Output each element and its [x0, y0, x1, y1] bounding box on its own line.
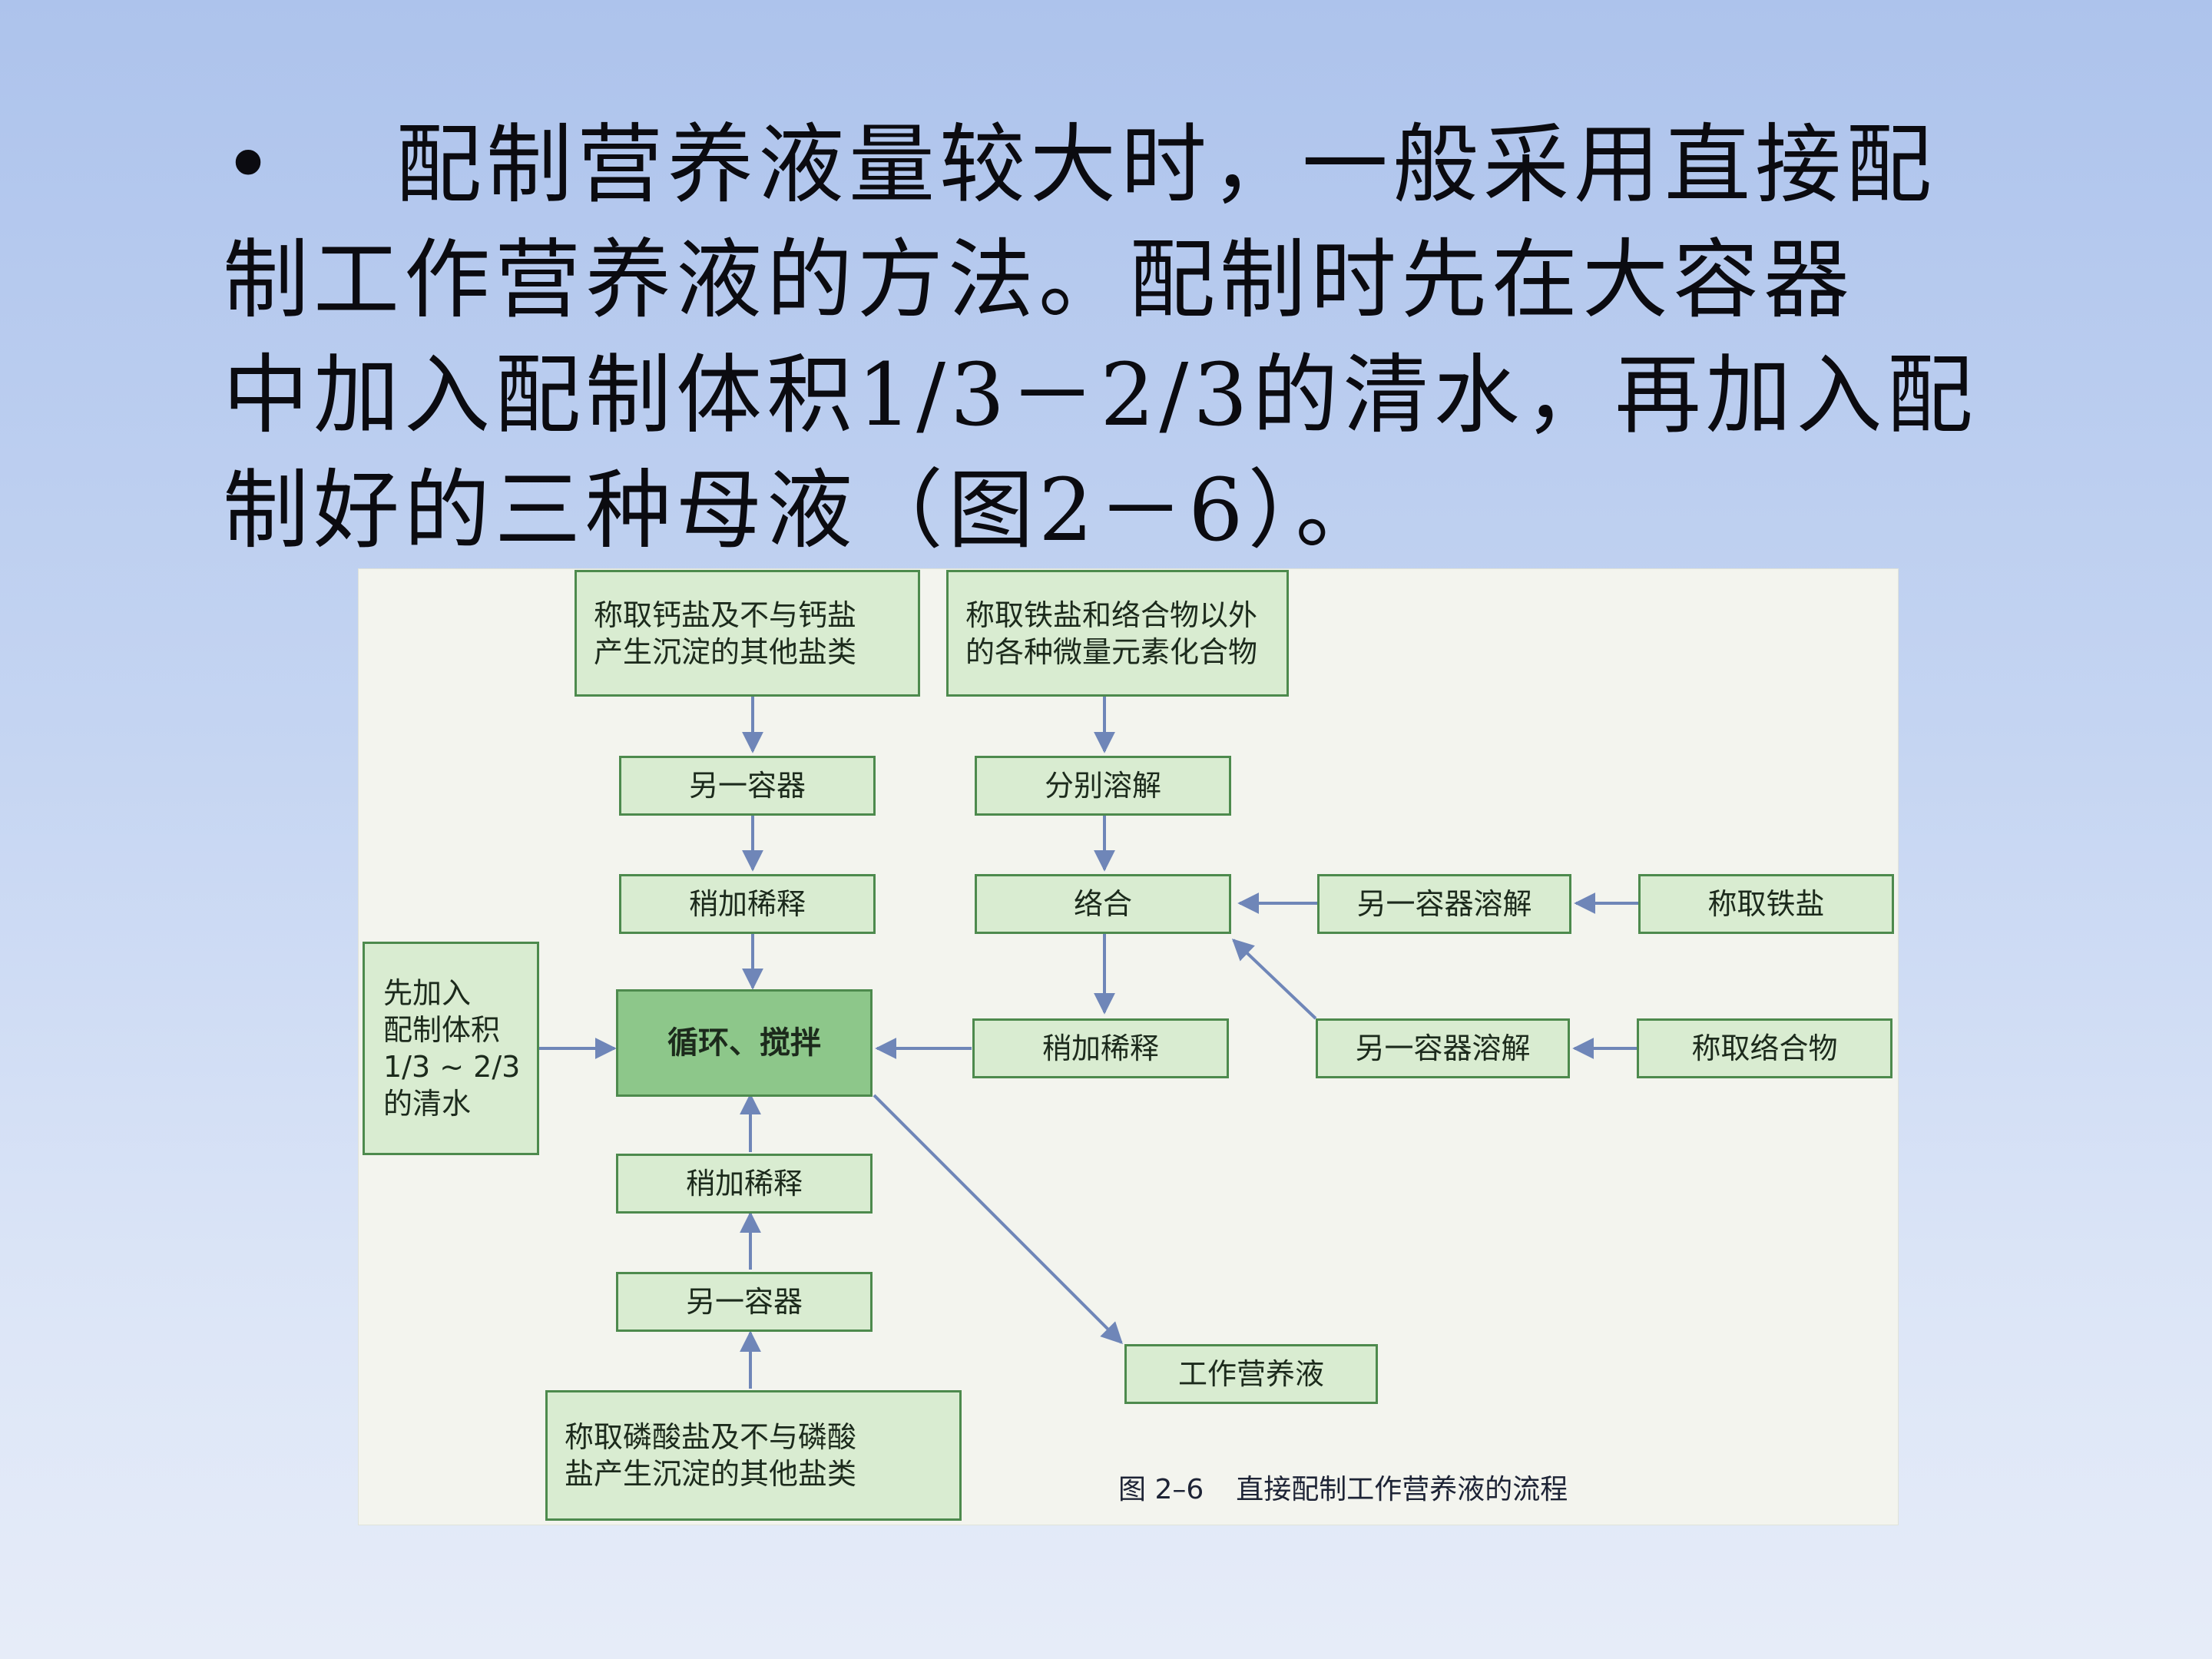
slide-bullet-text: • 配制营养液量较大时，一般采用直接配 制工作营养液的方法。配制时先在大容器 中加…	[223, 108, 2081, 568]
bullet-line-4: 制好的三种母液（图2－6）。	[223, 461, 1386, 561]
bullet-line-1-text: 配制营养液量较大时，一般采用直接配	[396, 115, 1936, 215]
container-dissolve-1-box: 另一容器溶解	[1317, 874, 1571, 934]
water-line-1: 先加入	[383, 976, 472, 1010]
bullet-line-2: 制工作营养液的方法。配制时先在大容器	[223, 230, 1854, 330]
phosphate-salts-box: 称取磷酸盐及不与磷酸 盐产生沉淀的其他盐类	[545, 1390, 962, 1521]
working-solution-box: 工作营养液	[1124, 1344, 1378, 1404]
trace-elements-line-2: 的各种微量元素化合物	[965, 634, 1258, 669]
phosphate-salts-line-2: 盐产生沉淀的其他盐类	[565, 1457, 857, 1491]
ca-salts-line-2: 产生沉淀的其他盐类	[594, 634, 857, 669]
water-box: 先加入 配制体积 1/3 ~ 2/3 的清水	[363, 942, 539, 1155]
water-line-3: 1/3 ~ 2/3	[383, 1050, 521, 1084]
bullet-point: •	[223, 115, 279, 215]
dilute-right-box: 稍加稀释	[972, 1018, 1229, 1078]
flowchart-figure: 称取钙盐及不与钙盐 产生沉淀的其他盐类 称取铁盐和络合物以外 的各种微量元素化合…	[358, 568, 1899, 1525]
chelate-box: 络合	[975, 874, 1231, 934]
flow-arrows	[539, 695, 1638, 1389]
figure-title: 直接配制工作营养液的流程	[1236, 1474, 1568, 1505]
arrow-circulate-to-working	[873, 1094, 1123, 1344]
trace-elements-line-1: 称取铁盐和络合物以外	[965, 598, 1258, 632]
figure-caption: 图 2–6 直接配制工作营养液的流程	[1118, 1467, 1568, 1507]
ca-salts-line-1: 称取钙盐及不与钙盐	[594, 598, 857, 632]
container-top-box: 另一容器	[619, 756, 876, 816]
dilute-left-top-box: 稍加稀释	[619, 874, 876, 934]
weigh-chelate-box: 称取络合物	[1637, 1018, 1892, 1078]
weigh-iron-box: 称取铁盐	[1638, 874, 1894, 934]
dilute-left-bottom-box: 稍加稀释	[616, 1154, 873, 1214]
bullet-line-3: 中加入配制体积1/3－2/3的清水，再加入配	[223, 346, 1978, 445]
water-line-4: 的清水	[383, 1087, 472, 1121]
water-line-2: 配制体积	[383, 1013, 501, 1047]
phosphate-salts-line-1: 称取磷酸盐及不与磷酸	[565, 1420, 857, 1454]
container-bottom-box: 另一容器	[616, 1272, 873, 1332]
bullet-line-1: • 配制营养液量较大时，一般采用直接配	[223, 108, 2081, 223]
arrow-dissolve2-to-chelate	[1231, 939, 1317, 1020]
circulate-stir-box: 循环、搅拌	[616, 989, 873, 1097]
container-dissolve-2-box: 另一容器溶解	[1316, 1018, 1570, 1078]
dissolve-separately-box: 分别溶解	[975, 756, 1231, 816]
ca-salts-box: 称取钙盐及不与钙盐 产生沉淀的其他盐类	[575, 570, 920, 697]
trace-elements-box: 称取铁盐和络合物以外 的各种微量元素化合物	[946, 570, 1289, 697]
figure-number: 图 2–6	[1118, 1474, 1204, 1505]
